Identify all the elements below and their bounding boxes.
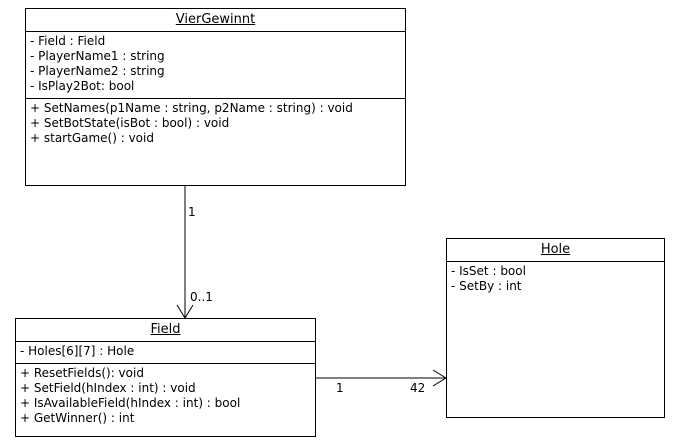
operation: + IsAvailableField(hIndex : int) : bool <box>20 396 241 410</box>
class-viergewinnt[interactable]: VierGewinnt - Field : Field - PlayerName… <box>25 8 406 186</box>
attribute: - IsSet : bool <box>451 264 526 278</box>
operation: + SetNames(p1Name : string, p2Name : str… <box>30 101 353 115</box>
multiplicity-viergewinnt-end: 1 <box>188 205 196 219</box>
attribute: - Field : Field <box>30 34 106 48</box>
attributes-compartment: - Holes[6][7] : Hole <box>16 342 315 364</box>
class-name: Hole <box>447 239 664 262</box>
operation: + SetField(hIndex : int) : void <box>20 381 196 395</box>
operations-compartment: + SetNames(p1Name : string, p2Name : str… <box>26 99 405 148</box>
operation: + SetBotState(isBot : bool) : void <box>30 116 230 130</box>
attribute: - IsPlay2Bot: bool <box>30 79 135 93</box>
class-hole[interactable]: Hole - IsSet : bool - SetBy : int <box>446 238 665 418</box>
operation: + ResetFields(): void <box>20 366 144 380</box>
multiplicity-field-end: 0..1 <box>190 290 213 304</box>
attribute: - PlayerName1 : string <box>30 49 165 63</box>
class-field[interactable]: Field - Holes[6][7] : Hole + ResetFields… <box>15 318 316 437</box>
class-name: Field <box>16 319 315 342</box>
attributes-compartment: - Field : Field - PlayerName1 : string -… <box>26 32 405 99</box>
attribute: - PlayerName2 : string <box>30 64 165 78</box>
attributes-compartment: - IsSet : bool - SetBy : int <box>447 262 664 296</box>
operations-compartment: + ResetFields(): void + SetField(hIndex … <box>16 364 315 428</box>
multiplicity-field-hole-source: 1 <box>336 381 344 395</box>
multiplicity-field-hole-target: 42 <box>410 381 426 395</box>
operation: + GetWinner() : int <box>20 411 135 425</box>
attribute: - SetBy : int <box>451 279 522 293</box>
attribute: - Holes[6][7] : Hole <box>20 344 135 358</box>
operation: + startGame() : void <box>30 131 154 145</box>
class-name: VierGewinnt <box>26 9 405 32</box>
